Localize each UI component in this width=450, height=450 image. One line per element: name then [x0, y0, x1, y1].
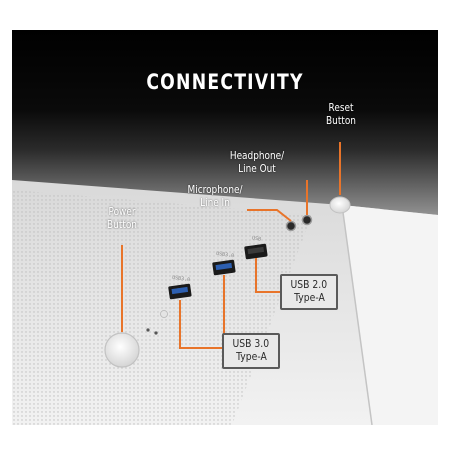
usb3-callout: USB 3.0 Type-A	[222, 333, 280, 369]
usb2-marking: USB	[251, 235, 262, 243]
microphone-jack	[285, 220, 297, 232]
power-button-shape	[104, 332, 140, 368]
usb2-callout: USB 2.0 Type-A	[280, 274, 338, 310]
case-top-panel: CONNECTIVITY Power Button Microphone/ Li…	[12, 30, 438, 425]
reset-button-shape	[329, 196, 351, 214]
usb3-port-left	[168, 283, 192, 300]
headphone-label: Headphone/ Line Out	[229, 150, 285, 175]
microphone-label: Microphone/ Line In	[187, 184, 243, 209]
headphone-jack	[301, 214, 313, 226]
reset-button-label: Reset Button	[326, 102, 356, 127]
usb2-port	[244, 243, 268, 260]
power-button-label: Power Button	[107, 206, 137, 231]
usb3-port-right	[212, 259, 236, 276]
case-front-edge	[342, 205, 438, 425]
page-title: CONNECTIVITY	[146, 70, 304, 94]
